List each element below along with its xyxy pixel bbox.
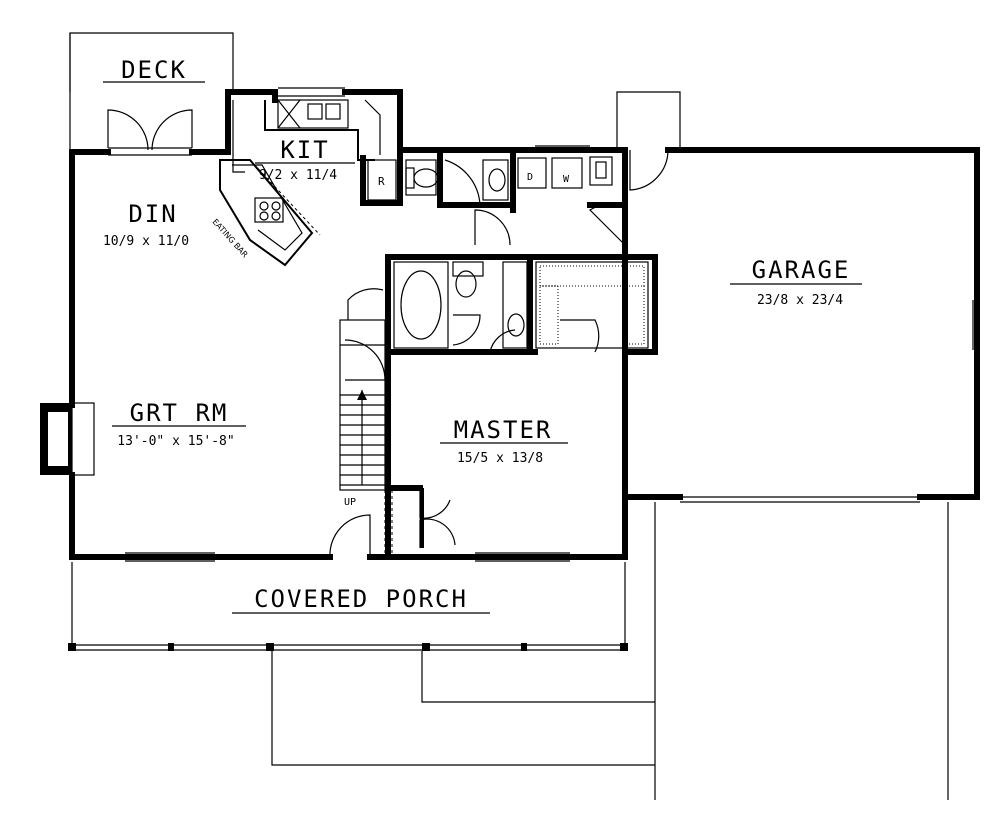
label-underlines <box>103 81 862 614</box>
exterior-walls <box>69 89 658 560</box>
dining-label: DIN <box>128 200 177 228</box>
kitchen-dims: 9/2 x 11/4 <box>259 168 337 183</box>
stairs-up-label: UP <box>344 497 356 508</box>
walk-in-closet <box>535 261 649 353</box>
covered-porch <box>68 562 655 766</box>
eating-bar-label: EATING BAR <box>211 217 250 259</box>
dryer-label: D <box>527 172 533 183</box>
deck-label: DECK <box>121 56 187 84</box>
garage-label: GARAGE <box>752 256 851 284</box>
windows <box>125 87 590 562</box>
fireplace <box>40 402 95 476</box>
garage <box>622 147 980 800</box>
kitchen-label: KIT <box>280 136 329 164</box>
entry-doors <box>329 488 456 558</box>
great-room-label: GRT RM <box>130 399 229 427</box>
washer-label: W <box>563 174 570 185</box>
great-room-dims: 13'-0" x 15'-8" <box>117 434 234 449</box>
porch-label: COVERED PORCH <box>254 585 468 613</box>
garage-stoop <box>616 91 681 191</box>
master-dims: 15/5 x 13/8 <box>457 451 543 466</box>
laundry-bath <box>405 156 626 246</box>
kitchen-counters <box>219 99 397 267</box>
refrigerator-label: R <box>378 175 385 188</box>
garage-dims: 23/8 x 23/4 <box>757 293 843 308</box>
stairs <box>339 288 393 557</box>
deck <box>69 32 234 156</box>
dining-dims: 10/9 x 11/0 <box>103 234 189 249</box>
master-bath <box>393 261 528 353</box>
master-label: MASTER <box>454 416 553 444</box>
